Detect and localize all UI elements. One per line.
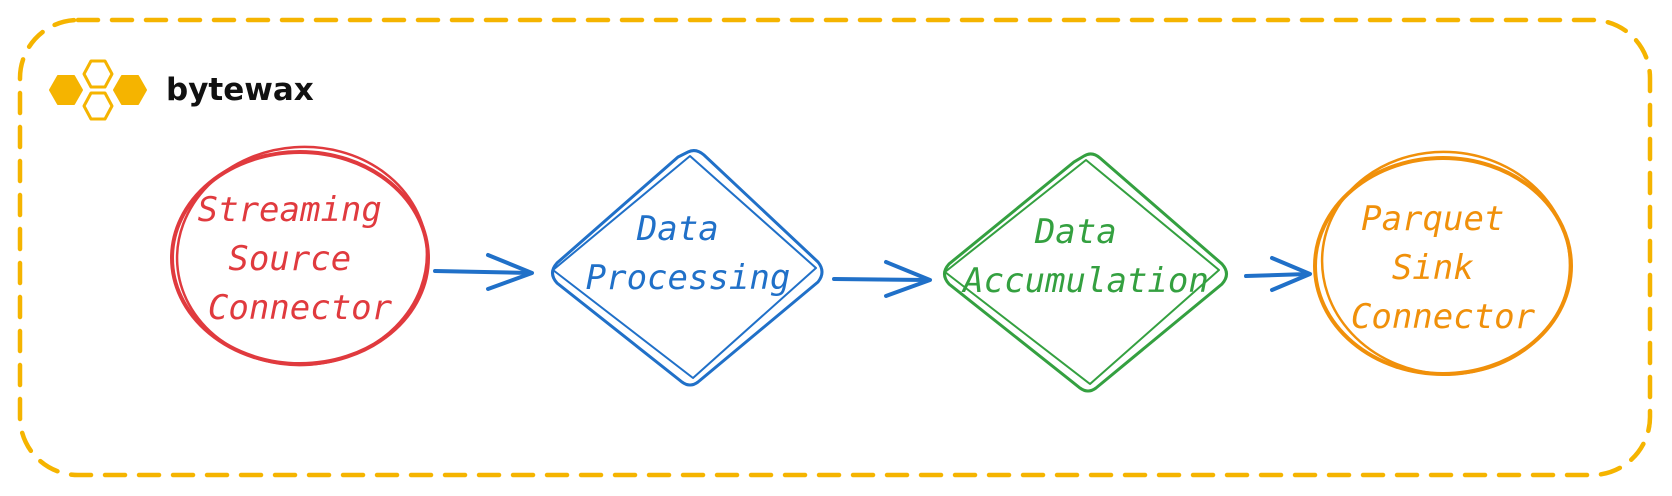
node-label-line: Connector (208, 288, 393, 328)
svg-text:Data Accumulation: Data Accumulation (961, 212, 1209, 301)
arrow-right-icon (433, 253, 534, 291)
node-label-line: Parquet (1361, 199, 1504, 239)
processing-diamond (551, 149, 824, 387)
arrow-right-icon (832, 260, 932, 298)
hex-top (82, 59, 114, 89)
node-label-line: Processing (586, 258, 791, 298)
hex-bottom (82, 91, 114, 121)
hex-left (49, 75, 83, 105)
svg-text:Streaming Source C: Streaming Source Connector (198, 190, 403, 328)
node-label-line: Streaming (198, 190, 382, 230)
node-streaming-source-connector[interactable]: Streaming Source Connector (170, 139, 435, 374)
accumulation-diamond (943, 152, 1228, 393)
svg-text:Parquet Sink Conne: Parquet Sink Connector (1351, 199, 1536, 337)
node-label-line: Sink (1392, 248, 1474, 288)
node-label-line: Data (1034, 212, 1117, 252)
node-label-line: Connector (1351, 297, 1536, 337)
node-label-line: Accumulation (961, 261, 1209, 301)
svg-text:Data Processing: Data Processing (586, 209, 791, 298)
source-circle-sketch (175, 145, 429, 367)
node-parquet-sink-connector[interactable]: Parquet Sink Connector (1313, 142, 1579, 385)
node-data-processing[interactable]: Data Processing (551, 149, 824, 387)
dashed-frame (17, 17, 1653, 478)
processing-diamond-sketch (552, 155, 817, 379)
node-label-line: Data (636, 209, 719, 249)
node-data-accumulation[interactable]: Data Accumulation (943, 152, 1228, 393)
arrow-right-icon (1244, 256, 1312, 292)
accumulation-diamond-sketch (944, 159, 1220, 385)
honeycomb-icon (49, 59, 147, 121)
hex-right (113, 75, 147, 105)
sink-circle-sketch (1320, 150, 1572, 376)
brand-name: bytewax (166, 72, 314, 108)
brand-logo[interactable]: bytewax (49, 59, 314, 121)
node-label-line: Source (228, 239, 351, 279)
